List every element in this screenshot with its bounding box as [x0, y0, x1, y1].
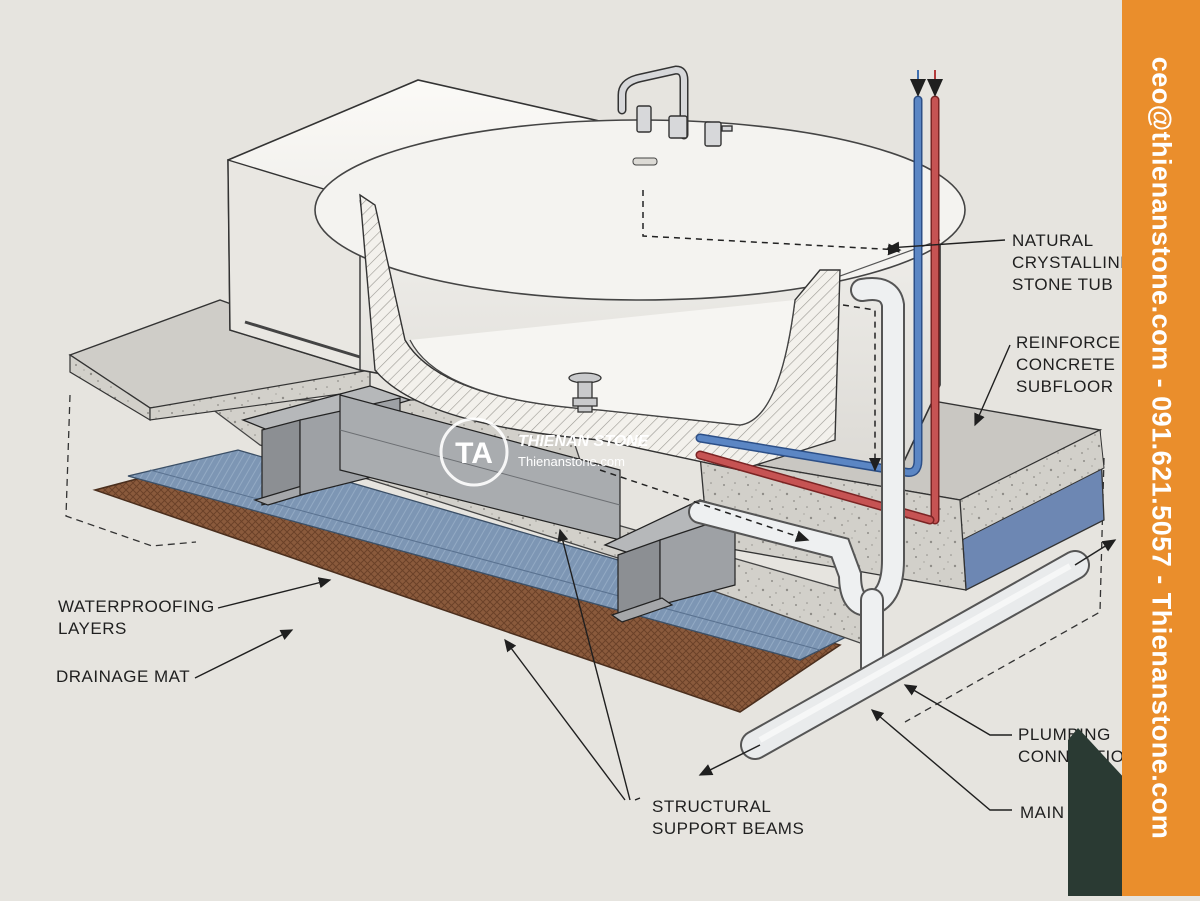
drain-pipe: [688, 277, 905, 682]
stone-tub: [227, 79, 966, 471]
label-main: MAIN: [1020, 803, 1065, 822]
label-structural-beams: STRUCTURAL SUPPORT BEAMS: [652, 797, 805, 838]
watermark-monogram: TA: [455, 437, 493, 470]
contact-sidebar: [1122, 0, 1200, 896]
main-drain-line: [740, 550, 1090, 760]
outflow-arrow: [698, 744, 761, 776]
label-concrete-subfloor: REINFORCE CONCRETE SUBFLOOR: [1016, 333, 1121, 396]
label-waterproofing-layers: WATERPROOFING LAYERS: [58, 597, 215, 638]
label-drainage-mat: DRAINAGE MAT: [56, 667, 191, 686]
faucet: [617, 65, 733, 147]
watermark-brand: THIENAN STONE: [518, 433, 650, 450]
watermark-logo: TA THIENAN STONE Thienanstone.com: [439, 417, 650, 487]
inflow-arrow: [1074, 539, 1117, 566]
flow-arrows: [599, 190, 902, 542]
watermark-site: Thienanstone.com: [518, 454, 625, 469]
watermark-ring: [439, 417, 509, 487]
drain-assembly: [568, 372, 602, 413]
label-stone-tub: NATURAL CRYSTALLINE STONE TUB: [1012, 231, 1133, 294]
contact-text: ceo@thienanstone.com - 091.621.5057 - Th…: [1146, 56, 1177, 840]
leader-lines: [194, 239, 1012, 811]
left-slab: [68, 299, 403, 422]
